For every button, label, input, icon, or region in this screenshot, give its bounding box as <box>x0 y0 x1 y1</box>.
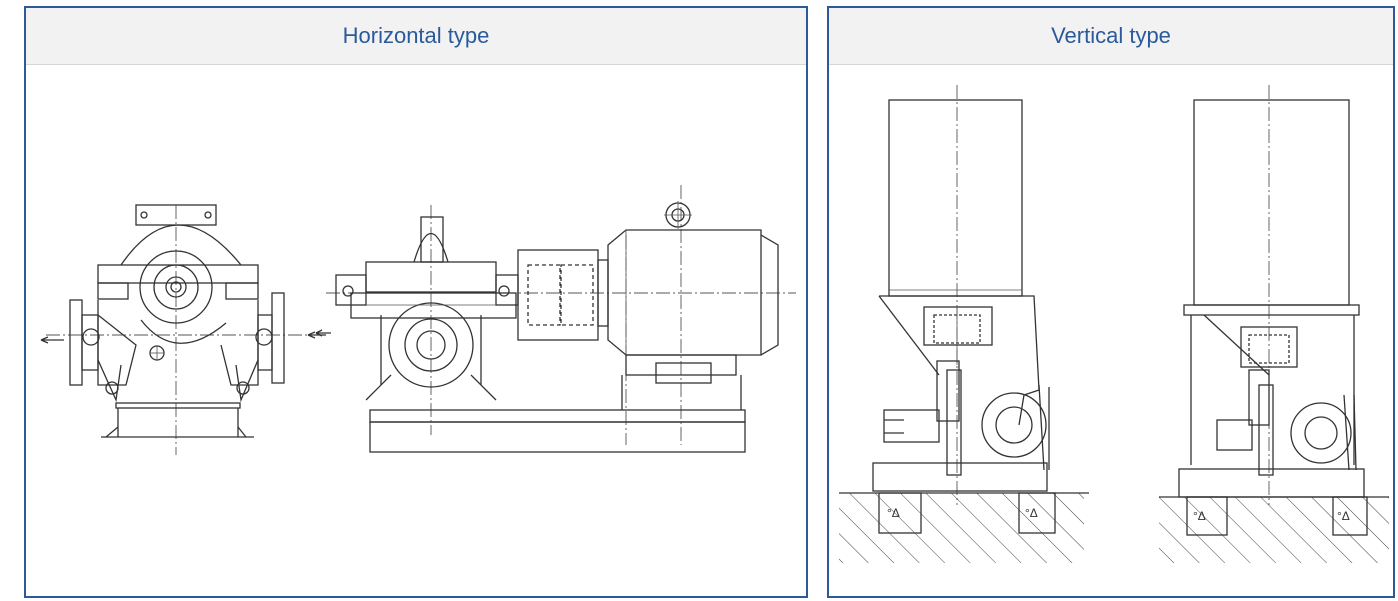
vertical-pump-drawing: °Δ °Δ °Δ °Δ <box>839 85 1389 563</box>
horizontal-type-panel: Horizontal type <box>24 6 808 598</box>
vertical-pump-a: °Δ °Δ <box>839 85 1089 563</box>
panel-header: Vertical type <box>829 8 1393 65</box>
svg-text:°Δ: °Δ <box>1025 506 1038 520</box>
panel-title: Horizontal type <box>342 23 490 48</box>
pump-front-view <box>315 185 796 453</box>
svg-text:°Δ: °Δ <box>1337 509 1350 523</box>
vertical-type-panel: Vertical type <box>827 6 1395 598</box>
svg-text:°Δ: °Δ <box>887 506 900 520</box>
horizontal-pump-drawing <box>40 185 796 455</box>
panel-header: Horizontal type <box>26 8 806 65</box>
vertical-pump-b: °Δ °Δ <box>1159 85 1389 563</box>
svg-text:°Δ: °Δ <box>1193 509 1206 523</box>
pump-end-view <box>40 204 326 455</box>
panel-title: Vertical type <box>1051 23 1171 48</box>
